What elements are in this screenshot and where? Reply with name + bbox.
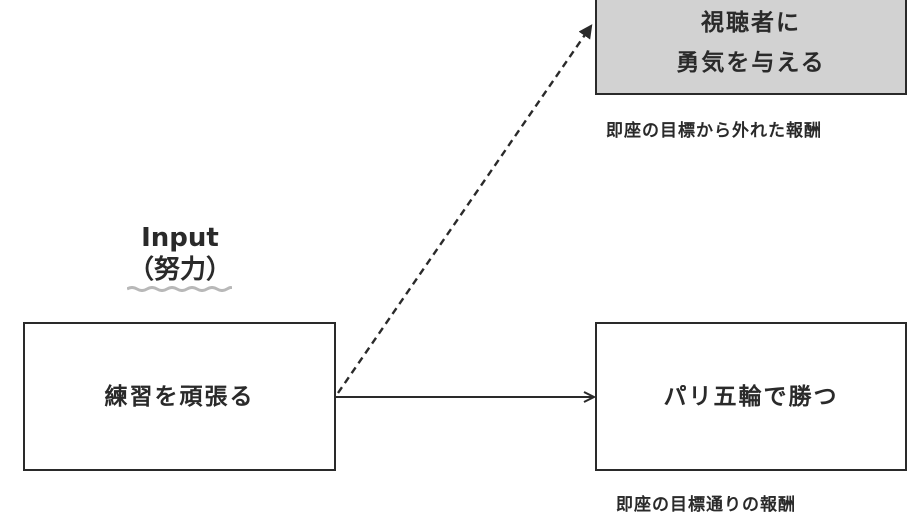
node-inspire-viewers-line1: 視聴者に <box>701 9 801 36</box>
input-underline-squiggle <box>127 286 232 292</box>
node-inspire-viewers: 視聴者に 勇気を与える <box>595 0 907 95</box>
input-heading-line2: （努力） <box>127 255 232 285</box>
node-inspire-viewers-line2: 勇気を与える <box>676 49 826 76</box>
dashed-arrow-practice-to-inspire <box>337 24 593 394</box>
node-practice: 練習を頑張る <box>23 322 336 471</box>
node-practice-label: 練習を頑張る <box>104 383 255 410</box>
caption-off-target-reward: 即座の目標から外れた報酬 <box>606 121 822 141</box>
caption-on-target-reward: 即座の目標通りの報酬 <box>616 495 796 515</box>
input-heading: Input （努力） <box>120 222 240 286</box>
node-win-olympics: パリ五輪で勝つ <box>595 322 907 471</box>
input-heading-line1: Input <box>141 223 219 253</box>
node-win-olympics-label: パリ五輪で勝つ <box>663 383 839 410</box>
